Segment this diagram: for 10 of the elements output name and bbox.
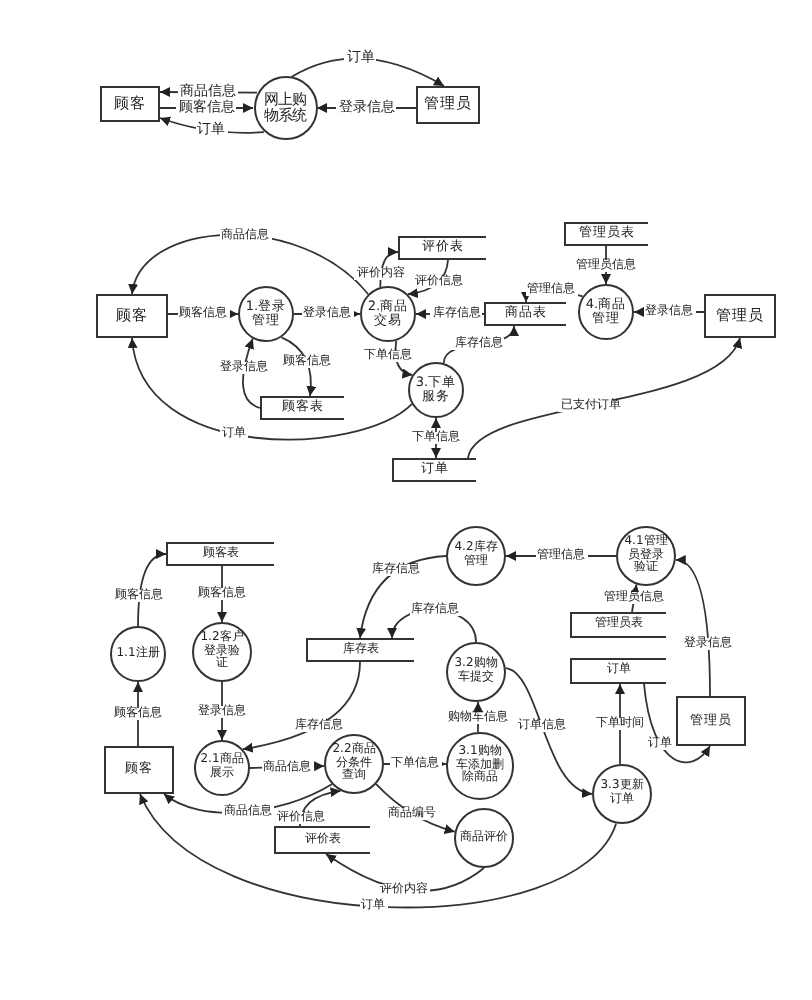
flow-arrow	[242, 337, 261, 409]
flow-arrow	[139, 793, 617, 909]
flow-arrow	[290, 57, 445, 87]
flow-arrow	[674, 556, 711, 697]
flow-arrow	[137, 550, 167, 627]
flow-arrow	[643, 683, 711, 764]
flow-arrow	[504, 667, 593, 796]
flow-arrow	[615, 683, 625, 765]
flow-arrow	[129, 337, 413, 441]
flow-arrow	[217, 565, 227, 623]
